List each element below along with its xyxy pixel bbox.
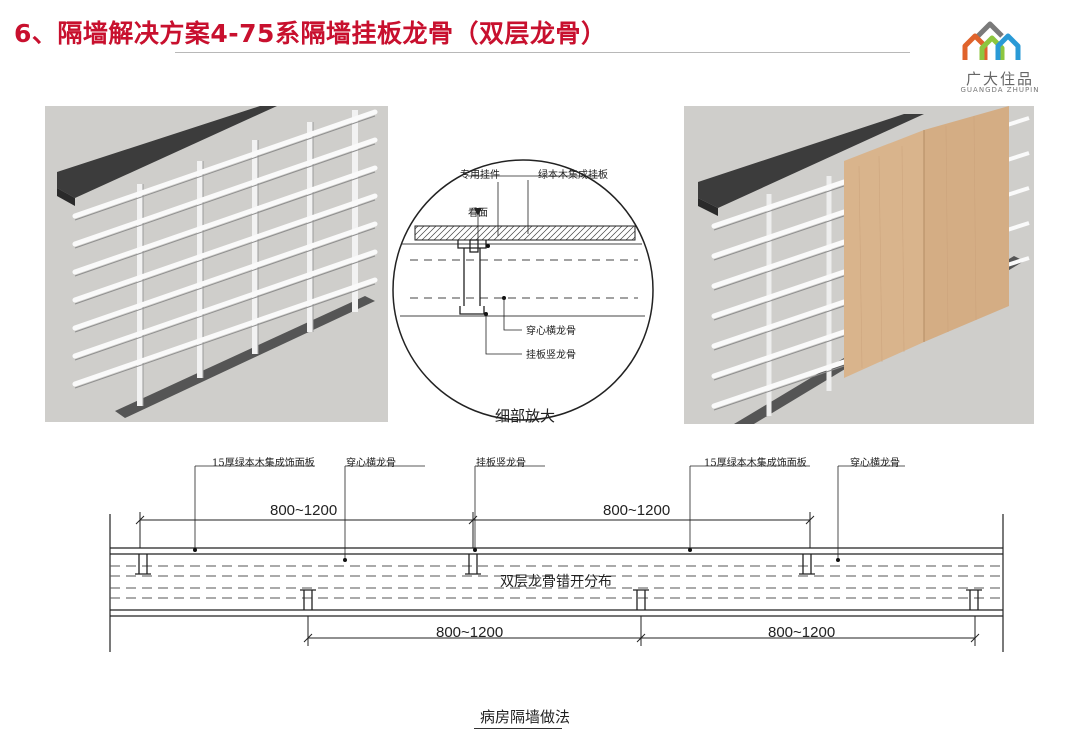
detail-enlargement (392, 159, 654, 421)
dimension-bottom-left: 800~1200 (436, 624, 504, 641)
logo-name-cn: 广大住品 (965, 70, 1034, 88)
detail-label-panel: 绿本木集成挂板 (538, 170, 608, 181)
logo-name-en: GUANGDA ZHUPIN (960, 86, 1040, 94)
company-logo: 广大住品 GUANGDA ZHUPIN (940, 8, 1060, 94)
dimension-top-right: 800~1200 (603, 502, 671, 519)
section-label-cross-left: 穿心横龙骨 (346, 458, 396, 469)
partition-section-drawing (45, 424, 1035, 740)
section-label-vertical: 挂板竖龙骨 (476, 458, 526, 469)
dimension-bottom-right: 800~1200 (768, 624, 836, 641)
section-label-cross-right: 穿心横龙骨 (850, 458, 900, 469)
detail-caption: 细部放大 (495, 407, 556, 425)
render-keel-frame (45, 106, 388, 422)
section-center-note: 双层龙骨错开分布 (500, 574, 612, 590)
dimension-top-left: 800~1200 (270, 502, 338, 519)
detail-label-cross-keel: 穿心横龙骨 (526, 326, 576, 337)
section-label-panel-left: 15厚绿本木集成饰面板 (212, 458, 315, 469)
slide-title: 6、隔墙解决方案4-75系隔墙挂板龙骨（双层龙骨） (14, 19, 607, 48)
detail-label-hanger: 专用挂件 (460, 170, 500, 181)
section-label-panel-right: 15厚绿本木集成饰面板 (704, 458, 807, 469)
detail-label-face: 看面 (468, 208, 488, 219)
title-divider (175, 52, 910, 53)
section-caption: 病房隔墙做法 (480, 708, 571, 726)
detail-label-vertical-keel: 挂板竖龙骨 (526, 350, 576, 361)
section-caption-underline (474, 728, 562, 729)
render-panel-installed (684, 106, 1034, 438)
logo-house-icon (962, 21, 1021, 60)
